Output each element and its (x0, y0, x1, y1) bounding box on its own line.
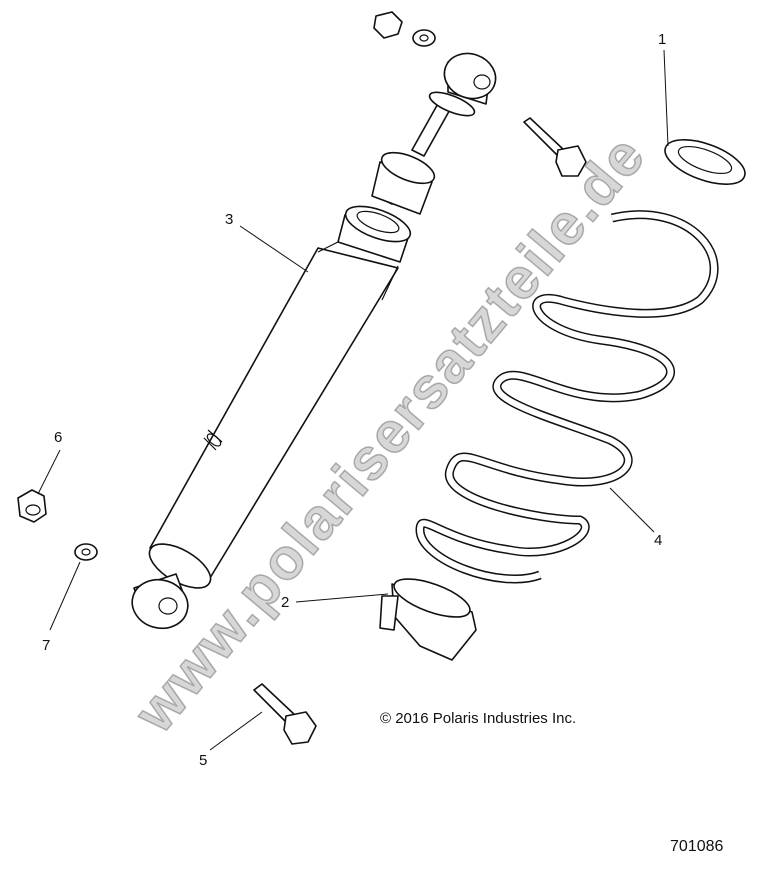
callout-3: 3 (225, 211, 234, 228)
callout-1: 1 (658, 31, 667, 48)
copyright-notice: © 2016 Polaris Industries Inc. (380, 710, 577, 727)
coil-spring (415, 210, 719, 584)
callout-6: 6 (54, 429, 63, 446)
callout-7: 7 (42, 637, 51, 654)
callout-2: 2 (281, 594, 290, 611)
nut (17, 489, 47, 523)
callout-5: 5 (199, 752, 208, 769)
bolt (253, 683, 317, 745)
washer (74, 543, 98, 561)
shock-absorber (131, 11, 497, 630)
spring-seat (379, 578, 477, 661)
spring-retainer (523, 117, 746, 185)
figure-number: 701086 (670, 838, 724, 855)
leader-lines (37, 49, 669, 751)
callout-4: 4 (654, 532, 663, 549)
